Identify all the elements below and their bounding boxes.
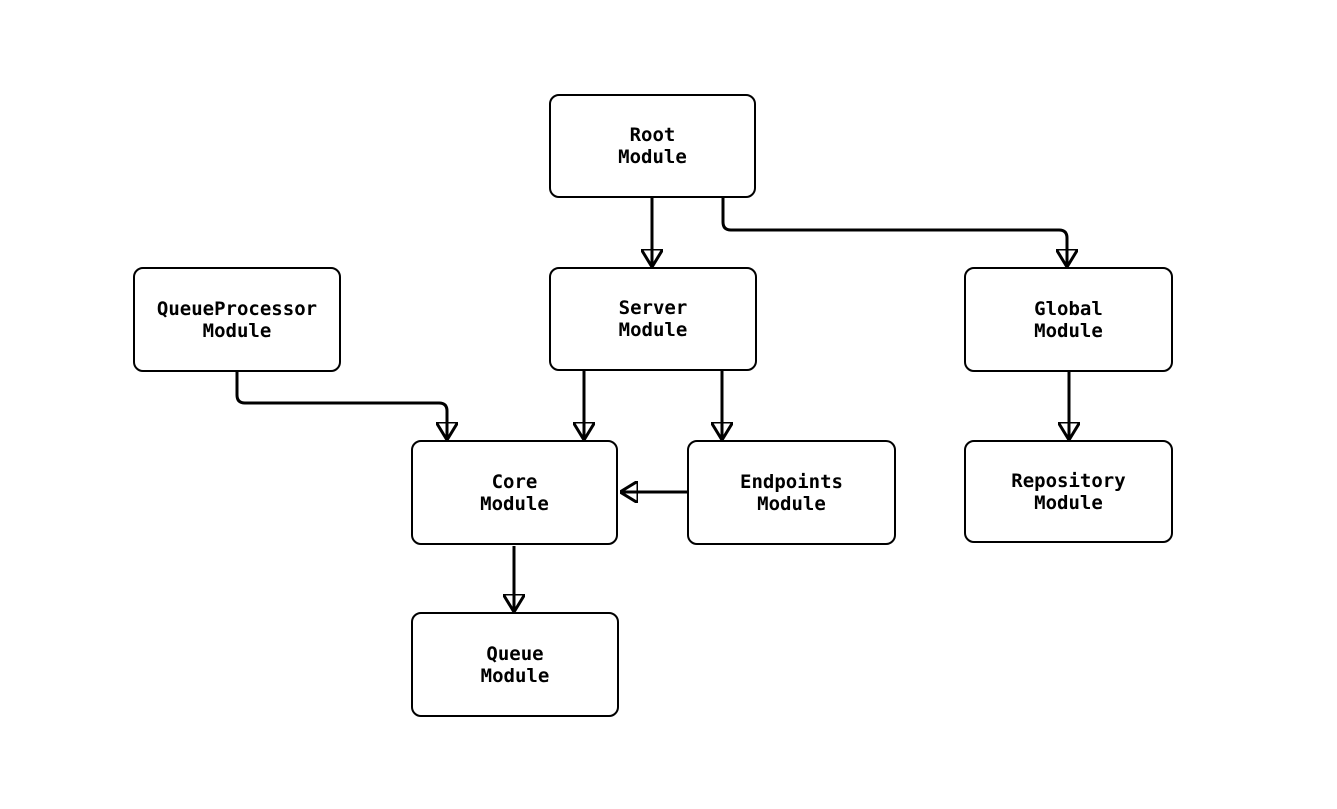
node-queueprocessor-module-label: QueueProcessor Module [157, 298, 317, 342]
node-repository-module: Repository Module [964, 440, 1173, 543]
node-server-module: Server Module [549, 267, 757, 371]
node-label-line: Server [618, 297, 688, 319]
node-label-line: Module [618, 319, 688, 341]
node-label-line: Module [1034, 491, 1103, 514]
node-global-module-label: Global Module [1034, 298, 1103, 342]
node-label-line: Root [629, 124, 676, 146]
node-label-line: Endpoints [740, 470, 843, 493]
node-label-line: Core [491, 470, 538, 493]
node-endpoints-module-label: Endpoints Module [740, 471, 843, 515]
node-root-module: Root Module [549, 94, 756, 198]
node-label-line: Queue [486, 642, 544, 665]
node-label-line: Module [480, 664, 550, 687]
node-queue-module: Queue Module [411, 612, 619, 717]
node-root-module-label: Root Module [618, 124, 687, 168]
node-endpoints-module: Endpoints Module [687, 440, 896, 545]
node-label-line: Global [1034, 297, 1103, 320]
node-label-line: Module [618, 146, 687, 168]
node-core-module-label: Core Module [480, 471, 549, 515]
node-queueprocessor-module: QueueProcessor Module [133, 267, 341, 372]
node-queue-module-label: Queue Module [481, 643, 550, 687]
node-label-line: Module [757, 492, 826, 515]
node-label-line: Module [202, 319, 272, 342]
node-server-module-label: Server Module [619, 297, 688, 341]
node-label-line: Repository [1011, 469, 1126, 492]
edge-root-to-global [721, 198, 1067, 266]
node-label-line: QueueProcessor [156, 297, 318, 320]
node-repository-module-label: Repository Module [1011, 470, 1125, 514]
node-core-module: Core Module [411, 440, 618, 545]
node-label-line: Module [1034, 319, 1103, 342]
node-label-line: Module [480, 492, 549, 515]
edge-queueprocessor-to-core [235, 372, 447, 439]
node-global-module: Global Module [964, 267, 1173, 372]
